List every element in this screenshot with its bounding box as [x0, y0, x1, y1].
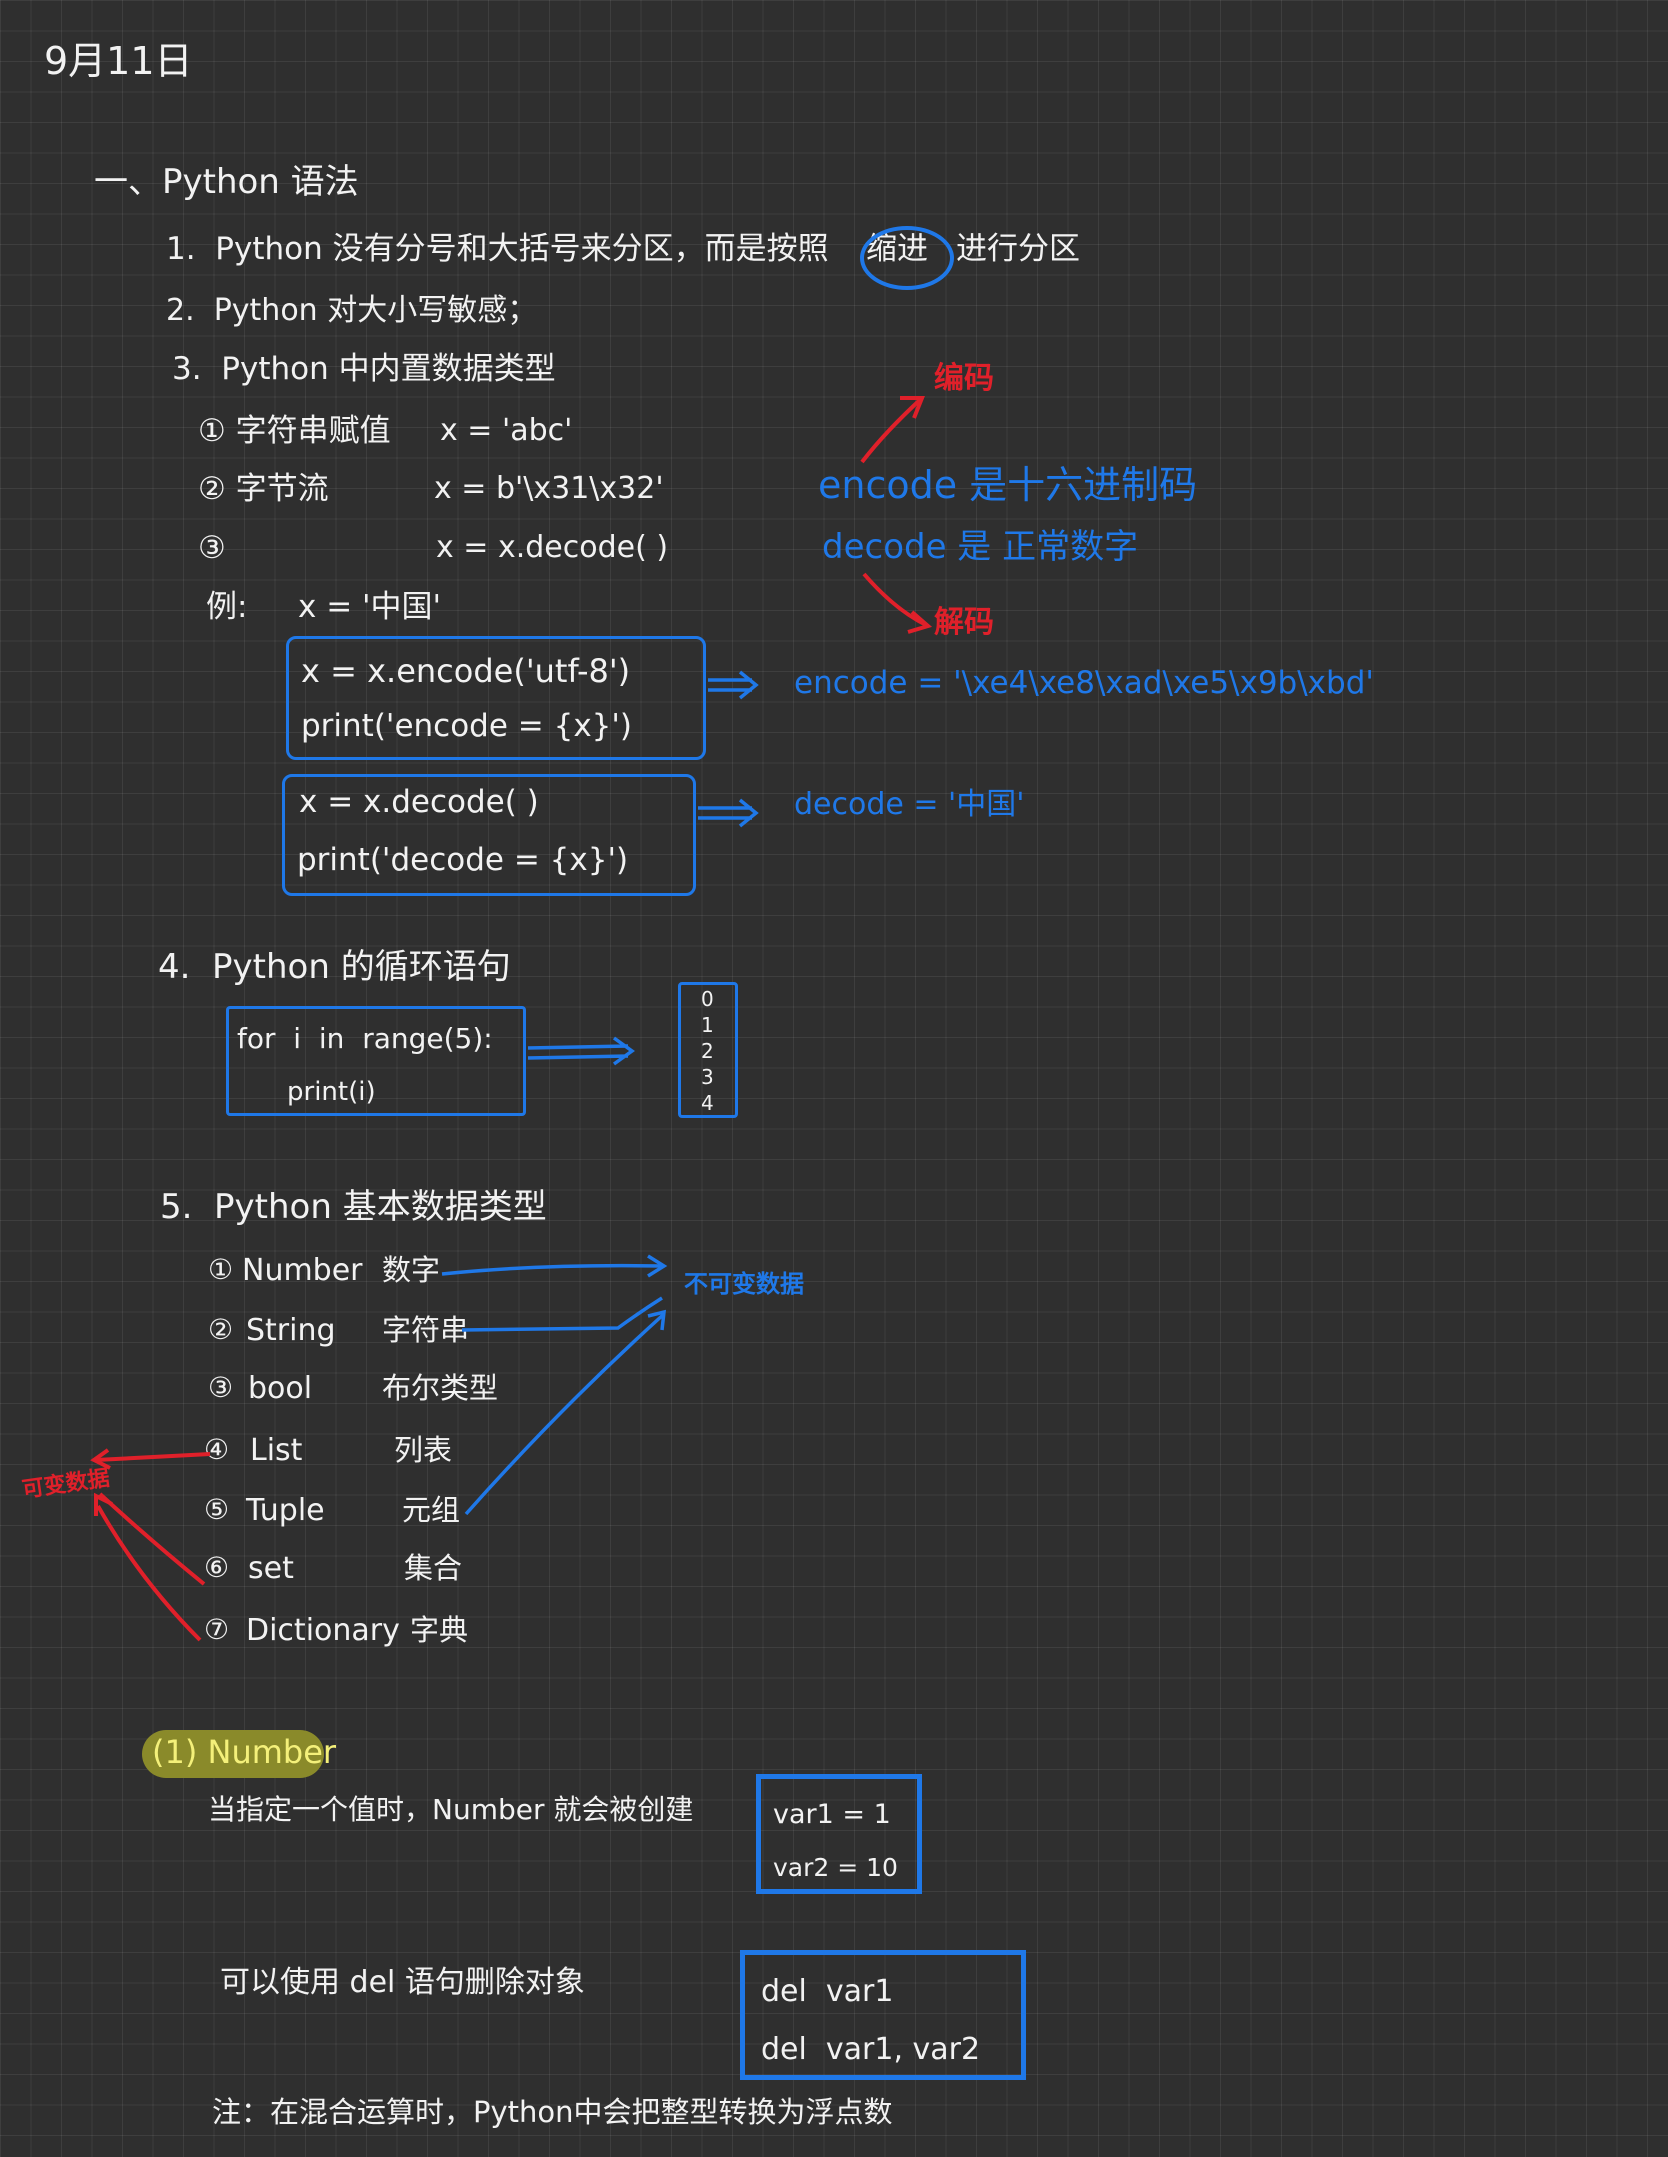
mixed-calc-note: 注：在混合运算时，Python中会把整型转换为浮点数: [212, 2095, 893, 2129]
encode-note: encode 是十六进制码: [818, 463, 1198, 507]
loop-output-box: 0 1 2 3 4: [678, 982, 738, 1118]
dictionary-mutable-arrow: [96, 1505, 202, 1642]
example-assign: x = '中国': [298, 589, 442, 625]
loop-output-2: 2: [701, 1039, 714, 1063]
type-item-tuple-num: ⑤: [204, 1493, 230, 1526]
encode-code-box: x = x.encode('utf-8') print('encode = {x…: [286, 636, 706, 760]
number-code-line-1: var1 = 1: [773, 1799, 891, 1830]
type-item-string-zh: 字符串: [382, 1313, 470, 1347]
loop-output-0: 0: [701, 987, 714, 1011]
loop-code-line-2: print(i): [287, 1077, 376, 1107]
decode-code-line-2: print('decode = {x}'): [297, 842, 629, 878]
type-item-bool-en: bool: [248, 1371, 313, 1406]
encode-code-line-2: print('encode = {x}'): [301, 708, 633, 744]
number-desc: 当指定一个值时，Number 就会被创建: [208, 1793, 694, 1826]
type-item-string-en: String: [246, 1313, 336, 1348]
type-item-number-num: ①: [208, 1253, 234, 1286]
circle-mark: [860, 226, 954, 290]
string-immutable-arrow: [461, 1296, 663, 1332]
loop-heading: 4. Python 的循环语句: [158, 947, 511, 987]
tuple-immutable-arrow: [464, 1312, 666, 1516]
type-row-1-label: ① 字符串赋值: [198, 413, 391, 449]
tuple-immutable-arrowhead: [647, 1309, 667, 1331]
decode-tag: 解码: [934, 605, 994, 640]
list-mutable-arrow: [95, 1452, 211, 1462]
encode-tag: 编码: [934, 361, 994, 396]
decode-tag-arrowhead: [907, 610, 933, 634]
decode-note: decode 是 正常数字: [822, 527, 1139, 567]
number-code-box: var1 = 1 var2 = 10: [756, 1774, 922, 1894]
type-row-3-label: ③: [198, 530, 226, 566]
decode-result: decode = '中国': [794, 787, 1025, 822]
mutable-arrowhead: [94, 1492, 113, 1516]
encode-code-line-1: x = x.encode('utf-8'): [301, 652, 631, 690]
number-heading-highlight: [142, 1730, 324, 1778]
loop-code-line-1: for i in range(5):: [237, 1022, 493, 1055]
type-row-2-label: ② 字节流: [198, 471, 329, 507]
number-immutable-arrowhead: [647, 1254, 668, 1278]
loop-output-1: 1: [701, 1013, 714, 1037]
example-label: 例:: [206, 589, 248, 625]
type-row-1-code: x = 'abc': [440, 413, 573, 448]
type-item-dictionary-en: Dictionary: [246, 1613, 400, 1648]
type-item-dictionary-num: ⑦: [204, 1613, 230, 1646]
encode-tag-arrowhead: [900, 396, 925, 419]
type-item-list-en: List: [250, 1433, 303, 1468]
point-3-text: 3. Python 中内置数据类型: [172, 351, 556, 387]
del-desc: 可以使用 del 语句删除对象: [220, 1965, 585, 2000]
type-item-set-zh: 集合: [404, 1551, 463, 1585]
type-row-2-code: x = b'\x31\x32': [434, 471, 664, 506]
point-2-text: 2. Python 对大小写敏感；: [166, 293, 538, 328]
encode-tag-arrow: [860, 396, 924, 464]
decode-result-arrow: [698, 798, 759, 828]
encode-result-arrow: [708, 670, 759, 700]
del-code-box: del var1 del var1, var2: [740, 1950, 1026, 2080]
type-item-bool-zh: 布尔类型: [382, 1371, 499, 1405]
type-item-string-num: ②: [208, 1313, 234, 1346]
number-immutable-arrow: [441, 1263, 663, 1276]
type-item-number-zh: 数字: [382, 1253, 441, 1287]
point-1-text-end: 进行分区: [956, 231, 1080, 267]
encode-result: encode = '\xe4\xe8\xad\xe5\x9b\xbd': [794, 665, 1374, 701]
type-item-list-num: ④: [204, 1433, 230, 1466]
type-item-number-en: Number: [242, 1253, 363, 1288]
type-item-tuple-en: Tuple: [246, 1493, 325, 1528]
type-item-bool-num: ③: [208, 1371, 234, 1404]
del-code-line-2: del var1, var2: [761, 2032, 981, 2067]
date-title: 9月11日: [44, 39, 193, 83]
type-item-list-zh: 列表: [394, 1433, 453, 1467]
number-code-line-2: var2 = 10: [773, 1853, 898, 1882]
loop-output-4: 4: [701, 1091, 714, 1115]
basic-types-heading: 5. Python 基本数据类型: [160, 1187, 547, 1227]
section-heading: 一、Python 语法: [94, 162, 359, 202]
immutable-label: 不可变数据: [684, 1270, 804, 1298]
decode-code-box: x = x.decode( ) print('decode = {x}'): [282, 774, 696, 896]
number-heading: (1) Number: [152, 1733, 337, 1771]
set-mutable-arrow: [98, 1492, 206, 1586]
type-item-set-en: set: [248, 1551, 294, 1586]
loop-output-arrow: [527, 1036, 635, 1066]
loop-code-box: for i in range(5): print(i): [226, 1006, 526, 1116]
point-1-text: 1. Python 没有分号和大括号来分区，而是按照: [166, 231, 829, 267]
decode-code-line-1: x = x.decode( ): [299, 784, 539, 820]
type-item-dictionary-zh: 字典: [410, 1613, 469, 1647]
type-item-tuple-zh: 元组: [402, 1493, 461, 1527]
type-row-3-code: x = x.decode( ): [436, 530, 669, 565]
del-code-line-1: del var1: [761, 1974, 894, 2009]
loop-output-3: 3: [701, 1065, 714, 1089]
list-mutable-arrowhead: [90, 1448, 111, 1470]
type-item-set-num: ⑥: [204, 1551, 230, 1584]
